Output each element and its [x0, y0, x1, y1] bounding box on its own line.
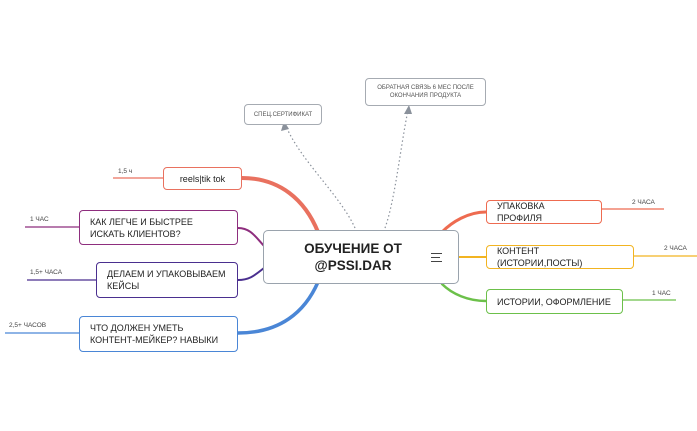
- note-link-certificate: [285, 125, 356, 229]
- note-feedback[interactable]: ОБРАТНАЯ СВЯЗЬ 6 МЕС ПОСЛЕ ОКОНЧАНИЯ ПРО…: [365, 78, 486, 106]
- connector-stories: [440, 282, 488, 303]
- topic-skills[interactable]: ЧТО ДОЛЖЕН УМЕТЬ КОНТЕНТ-МЕЙКЕР? НАВЫКИ: [79, 316, 238, 352]
- topic-content[interactable]: КОНТЕНТ (ИСТОРИИ,ПОСТЫ): [486, 245, 634, 269]
- time-stories: 1 ЧАС: [652, 290, 671, 297]
- connector-skills: [236, 280, 320, 335]
- topic-clients[interactable]: КАК ЛЕГЧЕ И БЫСТРЕЕ ИСКАТЬ КЛИЕНТОВ?: [79, 210, 238, 245]
- topic-reels-label: reels|tik tok: [179, 173, 226, 184]
- connector-cases: [237, 267, 265, 281]
- topic-cases-label: ДЕЛАЕМ И УПАКОВЫВАЕМ КЕЙСЫ: [107, 269, 226, 291]
- time-profile: 2 ЧАСА: [632, 199, 655, 206]
- connector-profile: [440, 210, 488, 234]
- time-clients: 1 ЧАС: [30, 216, 49, 223]
- note-feedback-text: ОБРАТНАЯ СВЯЗЬ 6 МЕС ПОСЛЕ ОКОНЧАНИЯ ПРО…: [377, 85, 474, 99]
- note-certificate-text: СПЕЦ.СЕРТИФИКАТ: [253, 111, 313, 118]
- topic-profile[interactable]: УПАКОВКА ПРОФИЛЯ: [486, 200, 602, 224]
- connector-clients: [237, 227, 265, 247]
- topic-stories-label: ИСТОРИИ, ОФОРМЛЕНИЕ: [497, 296, 611, 307]
- time-cases: 1,5+ ЧАСА: [30, 269, 63, 276]
- topic-skills-label: ЧТО ДОЛЖЕН УМЕТЬ КОНТЕНТ-МЕЙКЕР? НАВЫКИ: [90, 323, 219, 345]
- topic-reels[interactable]: reels|tik tok: [163, 167, 242, 190]
- central-topic[interactable]: ОБУЧЕНИЕ ОТ @PSSI.DAR: [263, 230, 459, 284]
- time-content: 2 ЧАСА: [664, 245, 687, 252]
- notes-icon[interactable]: [431, 253, 442, 263]
- note-link-feedback: [384, 109, 409, 229]
- topic-content-label: КОНТЕНТ (ИСТОРИИ,ПОСТЫ): [497, 246, 583, 268]
- time-skills: 2,5+ ЧАСОВ: [9, 322, 47, 329]
- central-topic-title: ОБУЧЕНИЕ ОТ @PSSI.DAR: [304, 241, 402, 273]
- arrowhead-feedback: [404, 105, 412, 114]
- note-certificate[interactable]: СПЕЦ.СЕРТИФИКАТ: [244, 104, 322, 125]
- time-reels: 1,5 ч: [118, 168, 133, 175]
- topic-clients-label: КАК ЛЕГЧЕ И БЫСТРЕЕ ИСКАТЬ КЛИЕНТОВ?: [90, 216, 193, 239]
- topic-cases[interactable]: ДЕЛАЕМ И УПАКОВЫВАЕМ КЕЙСЫ: [96, 262, 238, 298]
- connector-reels: [240, 176, 320, 234]
- topic-profile-label: УПАКОВКА ПРОФИЛЯ: [497, 201, 545, 223]
- arrowhead-certificate: [281, 121, 289, 131]
- topic-stories[interactable]: ИСТОРИИ, ОФОРМЛЕНИЕ: [486, 289, 623, 314]
